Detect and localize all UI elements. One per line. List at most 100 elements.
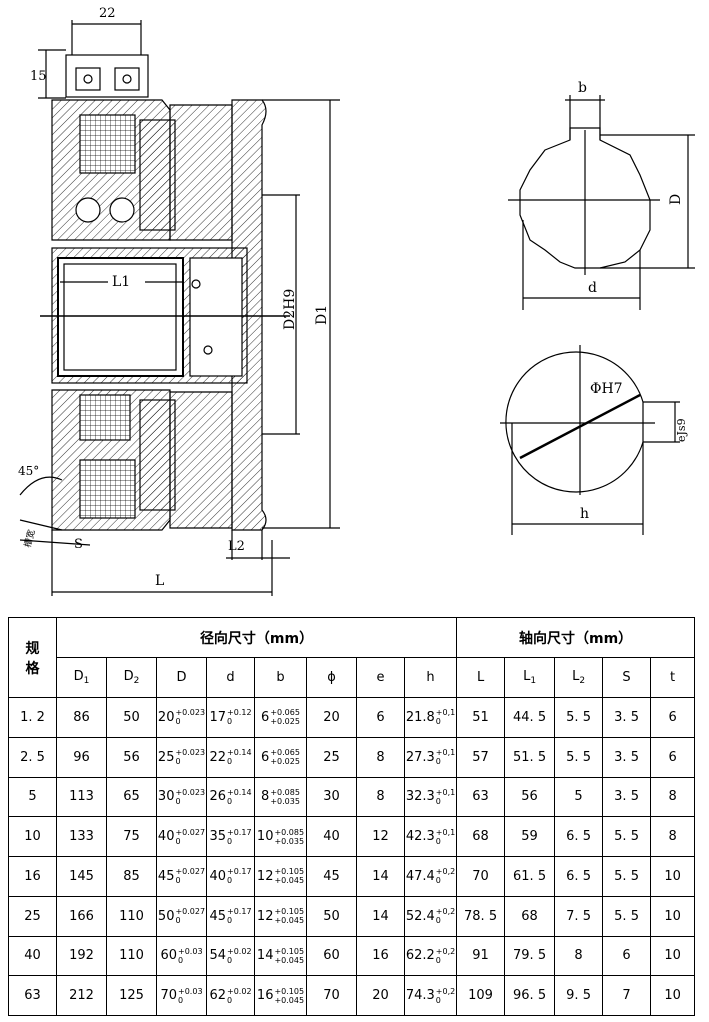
cell-phi: 50 — [306, 895, 357, 937]
label-L1: L1 — [112, 274, 130, 290]
cell-L2: 6. 5 — [554, 816, 604, 857]
cell-e: 8 — [356, 736, 405, 778]
col-header-L: L — [456, 657, 506, 698]
cell-phi: 20 — [306, 697, 357, 738]
cell-spec: 2. 5 — [8, 736, 57, 778]
cell-b: 10+0.085+0.035 — [254, 816, 307, 857]
cell-b: 6+0.065+0.025 — [254, 736, 307, 778]
cell-e: 16 — [356, 935, 405, 977]
cell-t: 6 — [650, 697, 696, 738]
cell-L1: 96. 5 — [504, 975, 556, 1016]
cell-spec: 25 — [8, 895, 57, 937]
cell-L2: 9. 5 — [554, 975, 604, 1016]
label-S: S — [74, 537, 83, 552]
radial-header: 径向尺寸（mm） — [55, 617, 458, 658]
label-h: h — [580, 506, 589, 522]
cell-e: 20 — [356, 975, 405, 1016]
col-header-L2: L2 — [554, 657, 604, 698]
cell-D2: 85 — [106, 856, 157, 897]
cell-S: 5. 5 — [602, 856, 652, 897]
col-header-L1: L1 — [504, 657, 556, 698]
cell-S: 7 — [602, 975, 652, 1016]
cell-b: 12+0.105+0.045 — [254, 895, 307, 937]
cell-D2: 56 — [106, 736, 157, 778]
dim-22-label: 22 — [99, 6, 116, 21]
cell-L: 91 — [456, 935, 506, 977]
terminal-box — [65, 54, 149, 98]
cell-L1: 56 — [504, 776, 556, 818]
label-eJs9: eJs9 — [675, 418, 688, 442]
cell-phi: 25 — [306, 736, 357, 778]
cell-L2: 6. 5 — [554, 856, 604, 897]
cell-t: 10 — [650, 935, 696, 977]
cell-D2: 75 — [106, 816, 157, 857]
technical-drawing: 22 15 L1 D2H9 D1 45° 槽宽 S L2 L b D d ΦH7… — [18, 6, 695, 596]
cell-D2: 50 — [106, 697, 157, 738]
spline-section-view — [508, 95, 695, 310]
cell-spec: 63 — [8, 975, 57, 1016]
cell-L: 70 — [456, 856, 506, 897]
cell-spec: 5 — [8, 776, 57, 818]
dim-15-label: 15 — [30, 69, 47, 84]
cell-D1: 192 — [56, 935, 107, 977]
spec-header: 规 格 — [8, 617, 57, 698]
cell-L1: 79. 5 — [504, 935, 556, 977]
cell-L2: 7. 5 — [554, 895, 604, 937]
cell-e: 8 — [356, 776, 405, 818]
col-header-h: h — [403, 657, 458, 698]
cell-L: 63 — [456, 776, 506, 818]
label-b: b — [578, 80, 587, 96]
cell-D1: 113 — [56, 776, 107, 818]
cell-phi: 70 — [306, 975, 357, 1016]
cell-t: 10 — [650, 895, 696, 937]
label-D: D — [668, 194, 684, 205]
keyed-bore-view — [500, 345, 680, 535]
cell-phi: 60 — [306, 935, 357, 977]
label-D1: D1 — [314, 305, 330, 325]
cell-D1: 86 — [56, 697, 107, 738]
cell-spec: 16 — [8, 856, 57, 897]
cell-t: 10 — [650, 856, 696, 897]
col-header-D: D — [156, 657, 207, 698]
cell-D2: 65 — [106, 776, 157, 818]
label-slot-width: 槽宽 — [21, 528, 37, 549]
cell-t: 8 — [650, 816, 696, 857]
cell-L1: 59 — [504, 816, 556, 857]
cell-spec: 10 — [8, 816, 57, 857]
column-header-row: D1 D2 D d b ϕ e h L L1 L2 S t — [9, 657, 696, 698]
cell-e: 12 — [356, 816, 405, 857]
col-header-phi: ϕ — [306, 657, 357, 698]
cell-S: 6 — [602, 935, 652, 977]
cell-L: 109 — [456, 975, 506, 1016]
cell-L1: 68 — [504, 895, 556, 937]
cell-b: 14+0.105+0.045 — [254, 935, 307, 977]
col-header-t: t — [650, 657, 696, 698]
cell-D1: 212 — [56, 975, 107, 1016]
cell-D2: 125 — [106, 975, 157, 1016]
cell-D1: 133 — [56, 816, 107, 857]
cell-D2: 110 — [106, 895, 157, 937]
cell-L2: 5. 5 — [554, 697, 604, 738]
cell-phi: 40 — [306, 816, 357, 857]
cell-L: 78. 5 — [456, 895, 506, 937]
